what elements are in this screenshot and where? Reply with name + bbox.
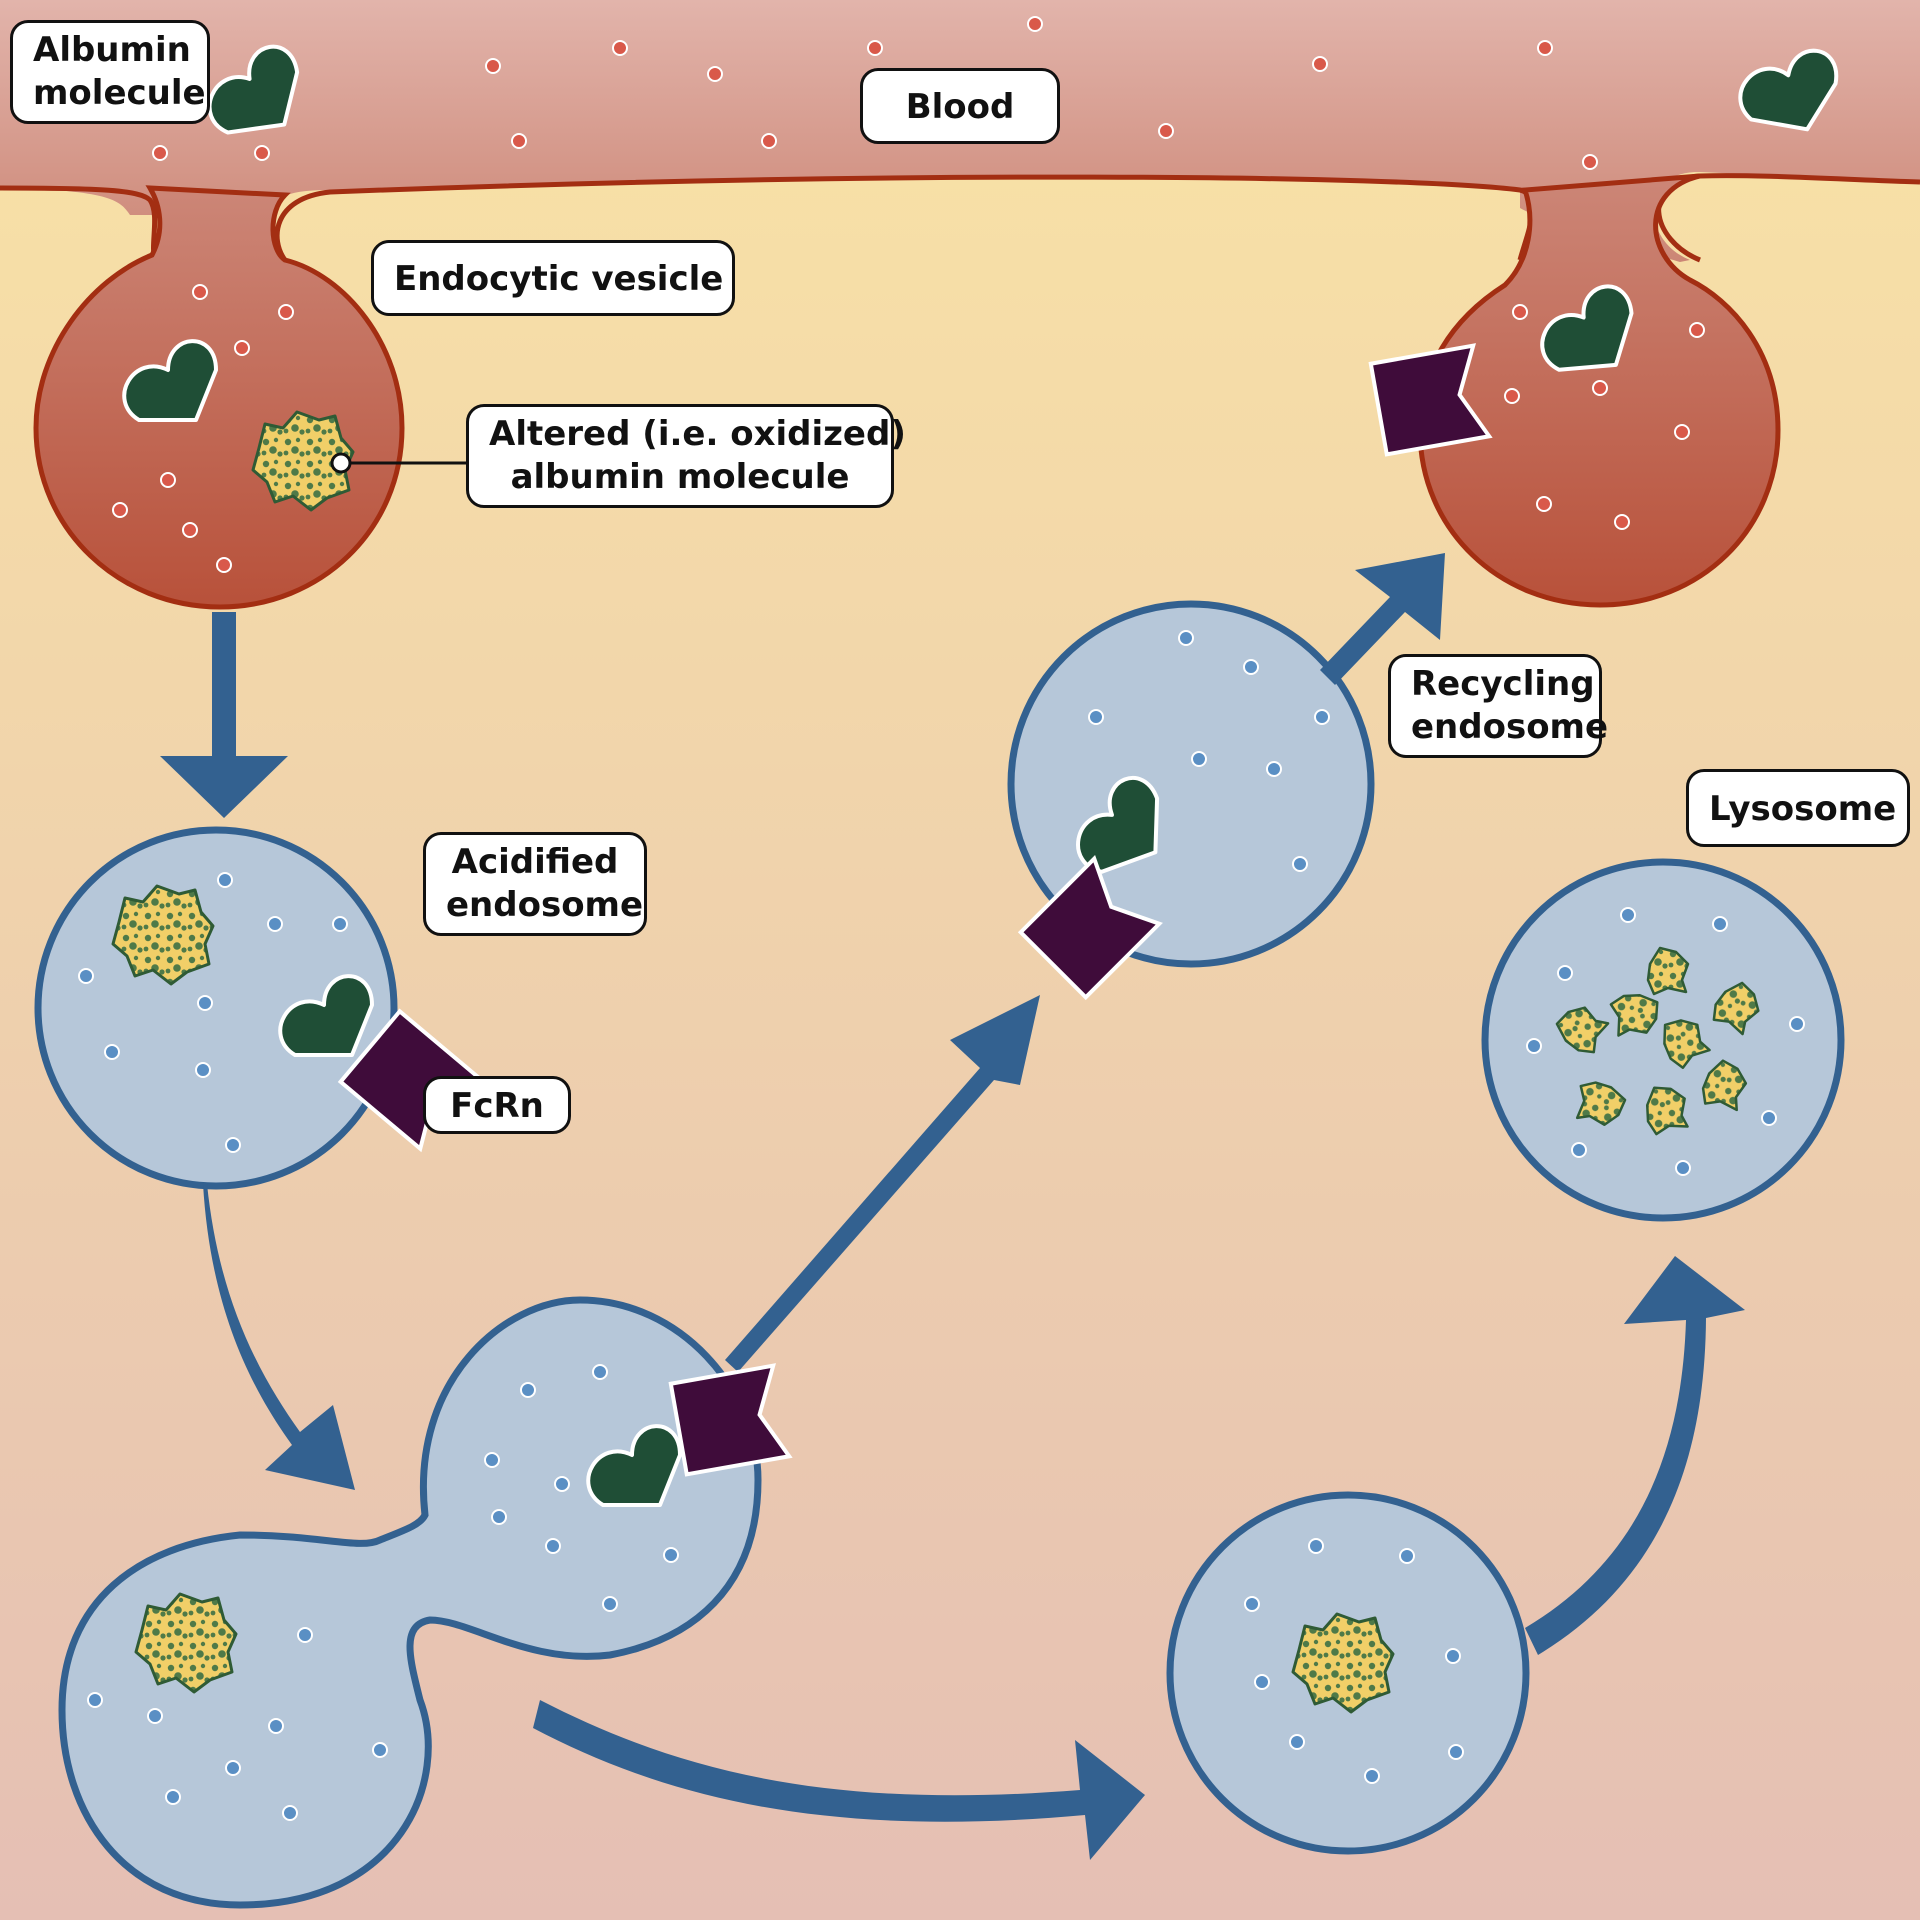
arrow-to-vesicle-icon [1320, 553, 1445, 685]
arrow-up-right-icon [725, 995, 1040, 1372]
transport-arrows [160, 553, 1745, 1860]
label-acidified-endosome: Acidified endosome [423, 832, 647, 936]
arrow-curve-down-icon [203, 1184, 355, 1490]
connector-dot [330, 452, 352, 474]
label-blood: Blood [860, 68, 1060, 144]
arrow-curve-right-icon [533, 1700, 1145, 1860]
arrow-down-icon [160, 612, 288, 818]
arrow-curve-up-icon [1525, 1256, 1745, 1655]
label-endocytic-vesicle: Endocytic vesicle [371, 240, 735, 316]
label-fcrn: FcRn [423, 1076, 571, 1134]
label-altered-albumin: Altered (i.e. oxidized) albumin molecule [466, 404, 906, 508]
label-lysosome: Lysosome [1686, 769, 1910, 847]
label-recycling-endosome: Recycling endosome [1388, 654, 1608, 758]
lysosome [1481, 858, 1845, 1222]
label-albumin-molecule: Albumin molecule [10, 20, 210, 124]
sorting-endosome [58, 1296, 762, 1909]
